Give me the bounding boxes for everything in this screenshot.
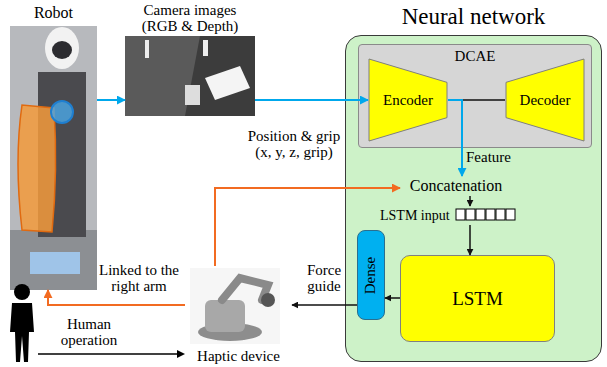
trapezoid-shape	[369, 59, 447, 141]
connector	[255, 99, 368, 101]
edge-label: Feature	[466, 149, 518, 165]
box-heading: DCAE	[359, 48, 591, 65]
connector	[448, 100, 462, 176]
dense-box: Dense	[357, 230, 385, 320]
human-figure	[10, 284, 34, 362]
free-label: Human operation	[46, 316, 132, 348]
edge-label: Force guide	[298, 262, 350, 294]
box-label: Encoder	[383, 92, 433, 109]
connector	[215, 188, 400, 266]
connector	[292, 304, 357, 306]
box-label: Decoder	[520, 92, 571, 109]
decoder-trapezoid: Decoder	[505, 58, 585, 142]
connector	[469, 196, 471, 206]
photo-caption: Haptic device	[197, 348, 280, 364]
step-label: Concatenation	[410, 177, 502, 195]
robot-photo	[10, 26, 97, 290]
autoencoder-box: DCAE Encoder Decoder	[358, 44, 592, 148]
network-panel: Neural networkDCAEEncoderDecoderConcaten…	[345, 35, 602, 362]
edge-label: Linked to the right arm	[98, 262, 180, 294]
encoder-trapezoid: Encoder	[368, 58, 448, 142]
connector	[385, 297, 400, 299]
connector	[469, 225, 471, 255]
haptic-photo	[190, 268, 280, 344]
trapezoid-shape	[506, 59, 584, 141]
box-label: LSTM	[452, 288, 503, 309]
edge-label: Position & grip (x, y, z, grip)	[238, 128, 350, 160]
photo-heading: Robot	[34, 4, 73, 22]
box-label: Dense	[363, 256, 380, 294]
human-arrow	[38, 350, 185, 358]
step-label: LSTM input	[380, 208, 450, 224]
concat-step: Concatenation	[400, 176, 512, 196]
lstm-box: LSTM	[400, 255, 555, 342]
photo-heading: Camera images (RGB & Depth)	[130, 2, 250, 34]
camera-photo	[125, 36, 255, 116]
lstm-input-cells	[456, 209, 515, 220]
connector	[97, 99, 125, 101]
panel-heading: Neural network	[346, 4, 601, 30]
